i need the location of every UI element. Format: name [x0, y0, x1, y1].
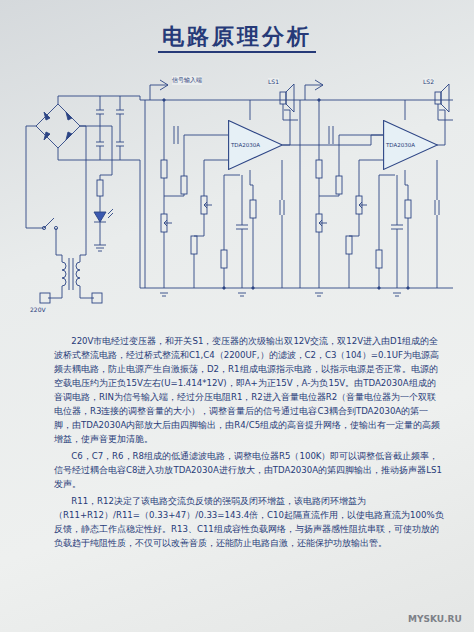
chip-name: TDA2030A	[231, 142, 283, 148]
part-name: LS1	[268, 78, 279, 85]
power-supply	[26, 96, 145, 303]
voltage-label: 220V	[30, 306, 46, 313]
signal-name: 信号输入端	[172, 76, 202, 85]
watermark: MYSKU.RU	[408, 614, 462, 624]
amplifier-triangle: TDA2030A	[383, 120, 438, 170]
signal-wire	[283, 135, 383, 145]
amplifier-triangle: TDA2030A	[228, 120, 283, 170]
paragraph: 220V市电经过变压器，和开关S1，变压器的次级输出双12V交流，双12V进入由…	[54, 334, 444, 446]
paragraph: R11，R12决定了该电路交流负反馈的强弱及闭环增益，该电路闭环增益为（R11+…	[54, 494, 444, 550]
chip-name: TDA2030A	[386, 142, 438, 148]
page-title: 电路原理分析	[0, 22, 474, 52]
part-name: LS2	[423, 78, 434, 85]
paragraph: C6，C7，R6，R8组成的低通滤波电路，调整电位器R5（100K）即可以调整低…	[54, 449, 444, 491]
